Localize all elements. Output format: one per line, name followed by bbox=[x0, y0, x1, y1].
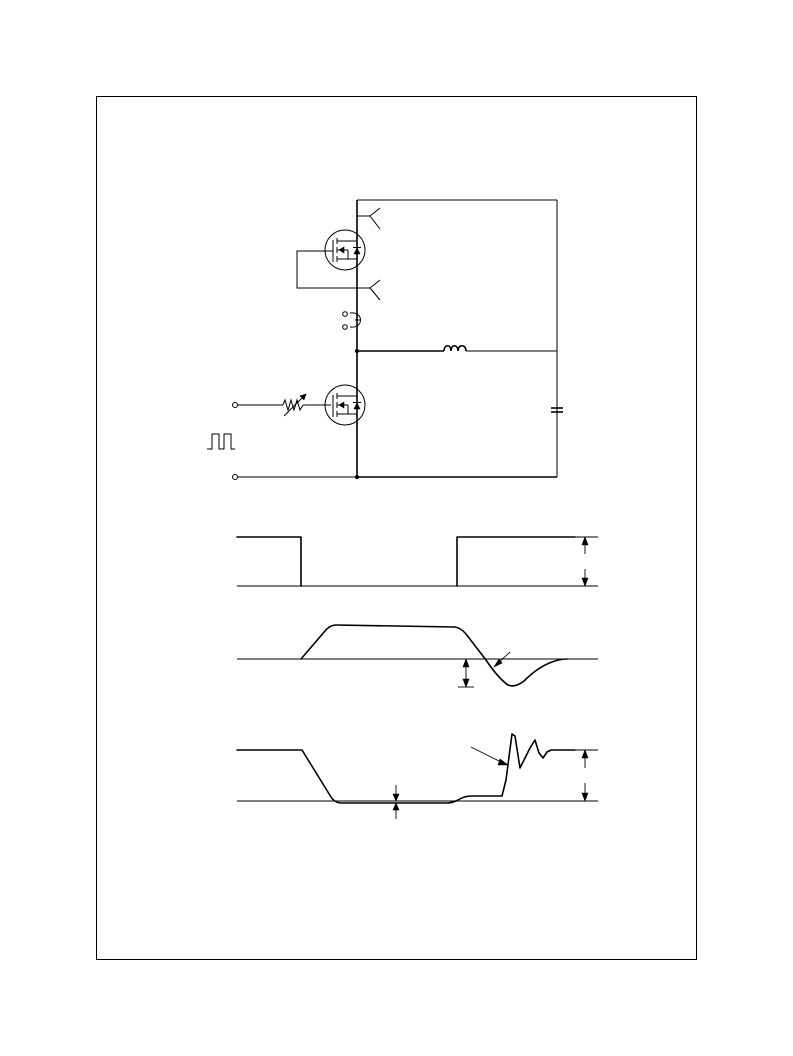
inductor-icon bbox=[443, 344, 467, 352]
overshoot-pointer-arrow-icon bbox=[470, 746, 509, 766]
schematic-wiring bbox=[237, 199, 558, 480]
upper-test-point-icon bbox=[357, 207, 381, 230]
voltage-amplitude-arrow-icon bbox=[581, 749, 589, 802]
on-voltage-arrow-icon bbox=[392, 785, 400, 819]
current-probe-icon bbox=[342, 311, 361, 330]
capacitor-icon bbox=[551, 407, 563, 413]
lower-device-voltage-waveform bbox=[236, 733, 598, 819]
upper-device-waveform bbox=[237, 624, 598, 688]
mid-test-point-icon bbox=[357, 279, 381, 301]
recovery-pointer-arrow-icon bbox=[493, 651, 511, 668]
reverse-peak-arrow-icon bbox=[458, 658, 474, 688]
lower-mosfet-icon bbox=[324, 384, 366, 426]
figure-border bbox=[96, 96, 697, 960]
gate-amplitude-arrow-icon bbox=[581, 536, 589, 587]
gate-drive-waveform bbox=[236, 536, 598, 587]
schematic bbox=[207, 199, 563, 480]
variable-resistor-icon bbox=[282, 393, 307, 417]
pulse-generator-icon bbox=[207, 402, 238, 480]
upper-mosfet-icon bbox=[324, 229, 366, 271]
